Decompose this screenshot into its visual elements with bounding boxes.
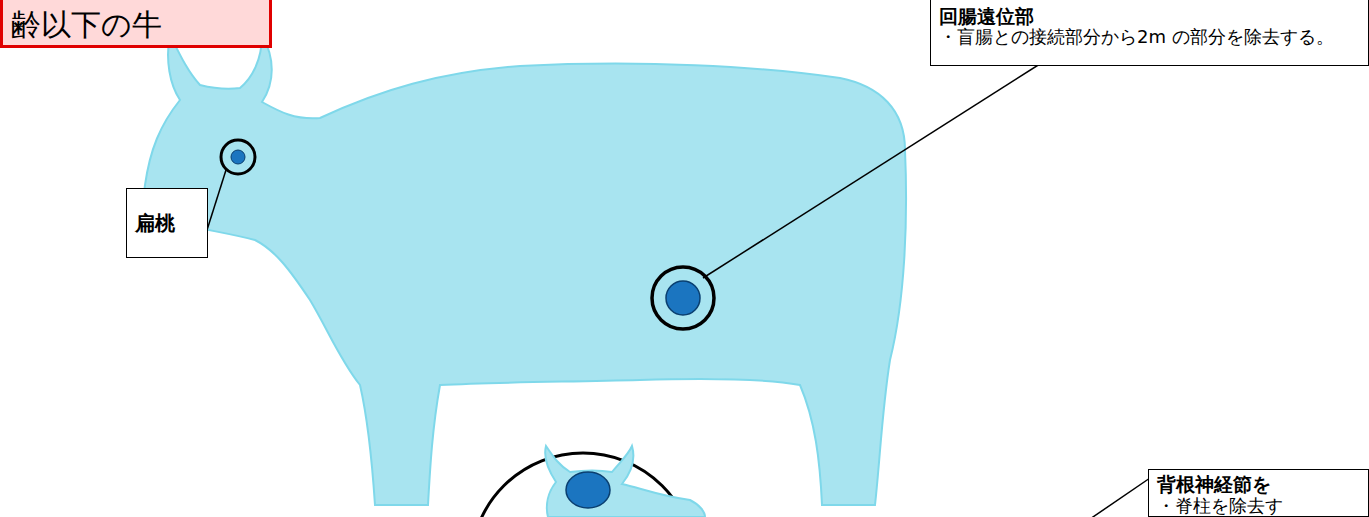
label-box: 扁桃 — [126, 188, 208, 258]
node-note: ・盲腸との接続部分から2m の部分を除去する。 — [939, 28, 1358, 47]
node-heading: 扁桃 — [135, 211, 203, 235]
node-heading: 齢以下の牛 — [11, 6, 259, 44]
node-heading: 回腸遠位部 — [939, 5, 1358, 28]
label-box: 回腸遠位部・盲腸との接続部分から2m の部分を除去する。 — [930, 0, 1369, 66]
node-heading: 背根神経節を — [1157, 473, 1362, 496]
leader-line — [703, 62, 1043, 278]
node-note: ・脊柱を除去す — [1157, 496, 1362, 516]
leader-line — [1030, 478, 1150, 517]
ileum-dot — [666, 281, 700, 315]
cow-silhouette — [145, 35, 906, 505]
label-box: 背根神経節を・脊柱を除去す — [1148, 469, 1369, 517]
title-box: 齢以下の牛 — [0, 0, 272, 48]
tonsil-ring — [221, 140, 255, 174]
tonsil-dot — [231, 150, 245, 164]
spine-dot — [566, 472, 610, 508]
cow-head-silhouette — [545, 446, 705, 517]
leader-line — [207, 170, 226, 230]
